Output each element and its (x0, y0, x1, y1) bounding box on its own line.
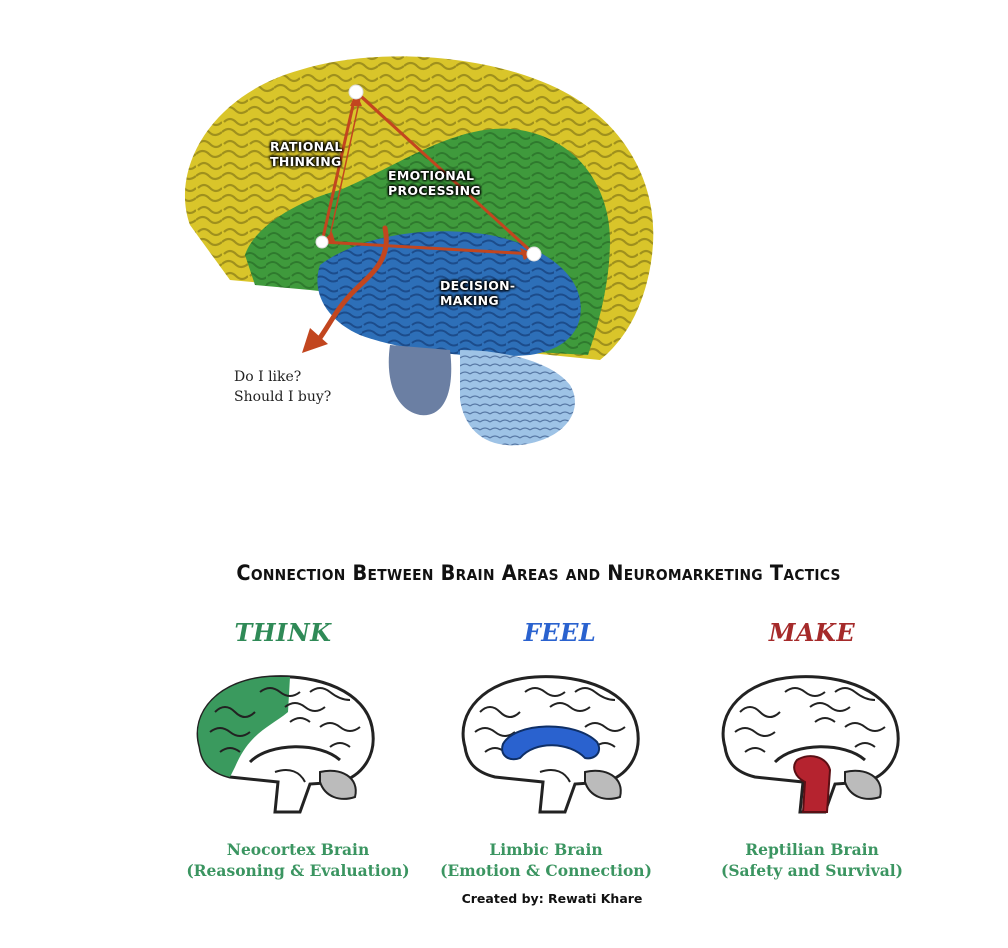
make-title: MAKE (712, 618, 912, 647)
question-line-2: Should I buy? (234, 387, 331, 407)
brainstem (389, 345, 452, 415)
neocortex-brain-icon (190, 672, 380, 822)
section-heading: Connection Between Brain Areas and Neuro… (45, 561, 972, 585)
decision-node (527, 247, 541, 261)
reptilian-caption: Reptilian Brain (Safety and Survival) (682, 839, 942, 881)
limbic-brain-icon (455, 672, 645, 822)
question-text: Do I like? Should I buy? (234, 367, 331, 407)
caption-title: Limbic Brain (416, 839, 676, 860)
neocortex-caption: Neocortex Brain (Reasoning & Evaluation) (168, 839, 428, 881)
caption-title: Reptilian Brain (682, 839, 942, 860)
limbic-caption: Limbic Brain (Emotion & Connection) (416, 839, 676, 881)
caption-subtitle: (Reasoning & Evaluation) (168, 860, 428, 881)
feel-title: FEEL (460, 618, 660, 647)
rational-node (349, 85, 363, 99)
emotional-processing-label: EMOTIONAL PROCESSING (388, 168, 481, 198)
decision-making-label: DECISION- MAKING (440, 278, 515, 308)
caption-title: Neocortex Brain (168, 839, 428, 860)
credit-text: Created by: Rewati Khare (0, 891, 1008, 906)
think-title: THINK (183, 618, 383, 647)
emotional-node (316, 236, 328, 248)
caption-subtitle: (Safety and Survival) (682, 860, 942, 881)
question-line-1: Do I like? (234, 367, 331, 387)
reptilian-brain-icon (715, 672, 905, 822)
caption-subtitle: (Emotion & Connection) (416, 860, 676, 881)
rational-thinking-label: RATIONAL THINKING (270, 139, 343, 169)
